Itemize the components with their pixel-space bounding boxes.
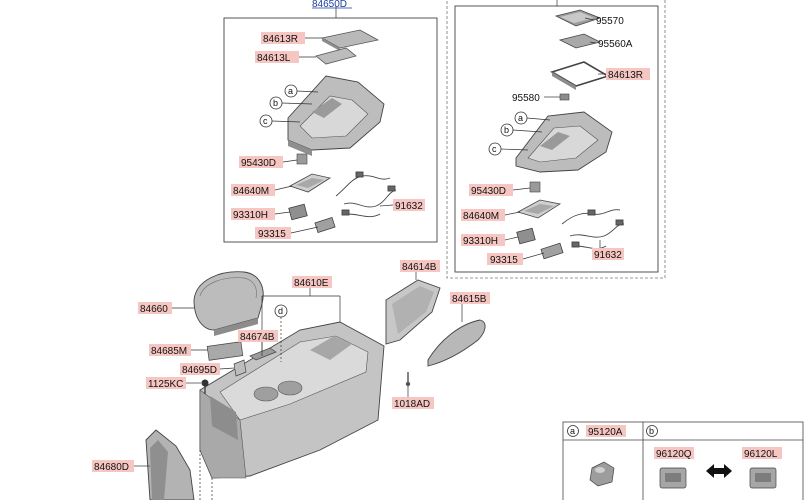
label-84614B: 84614B bbox=[402, 262, 437, 273]
label-84613R-right: 84613R bbox=[608, 70, 643, 81]
armrest-lid-84660 bbox=[193, 271, 264, 336]
svg-text:a: a bbox=[288, 86, 293, 96]
label-1018AD: 1018AD bbox=[394, 399, 430, 410]
label-84650D: 84650D bbox=[312, 0, 347, 10]
svg-text:d: d bbox=[278, 306, 283, 316]
label-95430D: 95430D bbox=[241, 158, 276, 169]
legend-label-96120Q: 96120Q bbox=[656, 449, 692, 460]
label-1125KC: 1125KC bbox=[148, 379, 183, 390]
clip-95430D-left bbox=[296, 153, 308, 165]
label-84610E: 84610E bbox=[294, 278, 329, 289]
labels-left-inset: 84613R 84613L 95430D 84640M 93310H 93315… bbox=[231, 32, 425, 240]
clip-1018AD bbox=[405, 372, 411, 387]
frame-84613R-right bbox=[550, 61, 610, 90]
label-95560A: 95560A bbox=[598, 39, 633, 50]
svg-text:a: a bbox=[570, 426, 575, 436]
callout-b-right: b bbox=[500, 123, 543, 137]
label-84674B: 84674B bbox=[240, 332, 275, 343]
console-body-84610E bbox=[199, 321, 385, 479]
callout-c-right: c bbox=[488, 142, 529, 156]
callout-d: d bbox=[274, 304, 288, 362]
button-95580 bbox=[559, 93, 570, 101]
inset-box-right-outer bbox=[446, 0, 666, 279]
pad-95560A bbox=[558, 33, 602, 49]
upper-console-housing-left bbox=[287, 75, 385, 156]
sensor-95120A-icon bbox=[589, 461, 615, 487]
svg-text:c: c bbox=[492, 144, 497, 154]
labels-right-inset: 95570 95560A 84613R 95580 95430D 84640M … bbox=[461, 16, 650, 266]
label-84640M: 84640M bbox=[233, 186, 269, 197]
svg-text:c: c bbox=[263, 116, 268, 126]
svg-text:a: a bbox=[518, 113, 523, 123]
wiring-harness-91632-left bbox=[335, 171, 397, 218]
switch-96120Q-icon bbox=[659, 467, 687, 489]
label-95580: 95580 bbox=[512, 93, 540, 104]
callout-c-left: c bbox=[259, 114, 301, 128]
label-84685M: 84685M bbox=[151, 346, 187, 357]
label-93310H: 93310H bbox=[233, 210, 268, 221]
wiring-harness-91632-right bbox=[561, 209, 625, 250]
bolt-1125KC bbox=[201, 379, 209, 394]
side-panel-84680D bbox=[145, 429, 195, 500]
tray-84640M-right bbox=[516, 199, 562, 219]
callout-a-left: a bbox=[284, 84, 319, 98]
clip-95430D-right bbox=[529, 181, 541, 193]
callout-a-right: a bbox=[514, 111, 551, 125]
trim-panel-84614B bbox=[385, 279, 441, 345]
label-84695D: 84695D bbox=[182, 365, 217, 376]
label-93315-right: 93315 bbox=[490, 255, 518, 266]
trim-panel-84615B bbox=[427, 319, 486, 367]
label-95570: 95570 bbox=[596, 16, 624, 27]
label-84660: 84660 bbox=[140, 304, 168, 315]
tray-95570 bbox=[554, 9, 602, 27]
label-93310H-right: 93310H bbox=[463, 236, 498, 247]
switch-96120L-icon bbox=[749, 467, 777, 489]
legend-table: a 95120A b 96120Q 96120L bbox=[562, 421, 804, 500]
switch-93310H-right bbox=[516, 227, 536, 245]
svg-text:b: b bbox=[649, 426, 654, 436]
label-91632-right: 91632 bbox=[594, 250, 622, 261]
labels-main-assembly: 84614B 84615B 84610E 84660 84674B 84685M… bbox=[92, 260, 490, 473]
label-93315: 93315 bbox=[258, 229, 286, 240]
tray-84640M-left bbox=[289, 173, 332, 193]
pad-84685M bbox=[206, 341, 244, 361]
label-84640M-right: 84640M bbox=[463, 211, 499, 222]
label-84680D: 84680D bbox=[94, 462, 129, 473]
bracket-84610E bbox=[261, 287, 341, 356]
cover-pad-84613L bbox=[315, 47, 357, 65]
upper-console-housing-right bbox=[515, 111, 613, 173]
cover-pad-84613R bbox=[320, 29, 380, 51]
svg-text:b: b bbox=[504, 125, 509, 135]
switch-93310H-left bbox=[288, 203, 308, 221]
callout-b-left: b bbox=[269, 96, 313, 110]
inset-box-right bbox=[454, 5, 659, 273]
double-arrow-icon bbox=[706, 464, 732, 478]
switch-93315-left bbox=[314, 217, 336, 233]
label-84615B: 84615B bbox=[452, 294, 487, 305]
legend-label-96120L: 96120L bbox=[744, 449, 778, 460]
svg-text:b: b bbox=[273, 98, 278, 108]
label-84613R: 84613R bbox=[263, 34, 298, 45]
label-84613L: 84613L bbox=[257, 53, 291, 64]
switch-93315-right bbox=[540, 242, 564, 260]
label-95430D-right: 95430D bbox=[471, 186, 506, 197]
clip-84674B bbox=[249, 347, 277, 361]
inset-box-left bbox=[223, 17, 438, 243]
label-91632: 91632 bbox=[395, 201, 423, 212]
legend-label-95120A: 95120A bbox=[588, 427, 623, 438]
clip-84695D bbox=[233, 359, 247, 377]
